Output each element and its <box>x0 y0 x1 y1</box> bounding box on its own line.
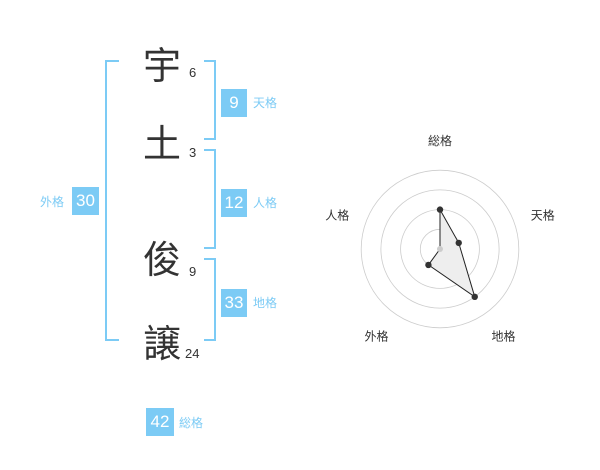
chikaku-label: 地格 <box>253 296 278 310</box>
radar-point-center <box>437 246 443 252</box>
tenkaku-value-badge: 9 <box>221 89 247 117</box>
name-char-2: 土 <box>143 122 182 166</box>
radar-point-2 <box>455 239 462 247</box>
radar-axis-label-2: 天格 <box>531 208 555 223</box>
chikaku-value-badge: 33 <box>221 289 247 317</box>
soukaku-value-badge: 42 <box>146 408 174 436</box>
name-char-1: 宇 <box>143 44 182 88</box>
tenkaku-bracket <box>204 60 216 140</box>
stroke-count-3: 9 <box>189 264 197 279</box>
chikaku-bracket <box>204 258 216 341</box>
radar-point-4 <box>425 261 432 269</box>
jinkaku-bracket <box>204 149 216 249</box>
gaikaku-value-badge: 30 <box>72 187 99 215</box>
name-char-4: 譲 <box>143 322 182 366</box>
radar-point-1 <box>436 206 444 213</box>
radar-data-polygon <box>427 207 476 299</box>
radar-axis-label-4: 外格 <box>365 328 389 343</box>
radar-point-3 <box>471 293 478 301</box>
soukaku-label: 総格 <box>179 416 204 430</box>
tenkaku-label: 天格 <box>253 96 278 110</box>
radar-axis-label-1: 総格 <box>428 133 452 148</box>
radar-axis-label-5: 人格 <box>325 208 349 223</box>
gaikaku-label: 外格 <box>40 195 65 209</box>
jinkaku-value-badge: 12 <box>221 189 247 217</box>
radar-grid-ring-3 <box>380 189 500 309</box>
radar-grid-ring-4 <box>360 169 520 329</box>
stroke-count-2: 3 <box>189 145 197 160</box>
gaikaku-bracket <box>105 60 119 341</box>
jinkaku-label: 人格 <box>253 196 278 210</box>
stroke-count-1: 6 <box>189 65 197 80</box>
name-char-3: 俊 <box>143 238 182 282</box>
stroke-count-4: 24 <box>185 346 200 361</box>
radar-axis-label-3: 地格 <box>491 328 515 343</box>
